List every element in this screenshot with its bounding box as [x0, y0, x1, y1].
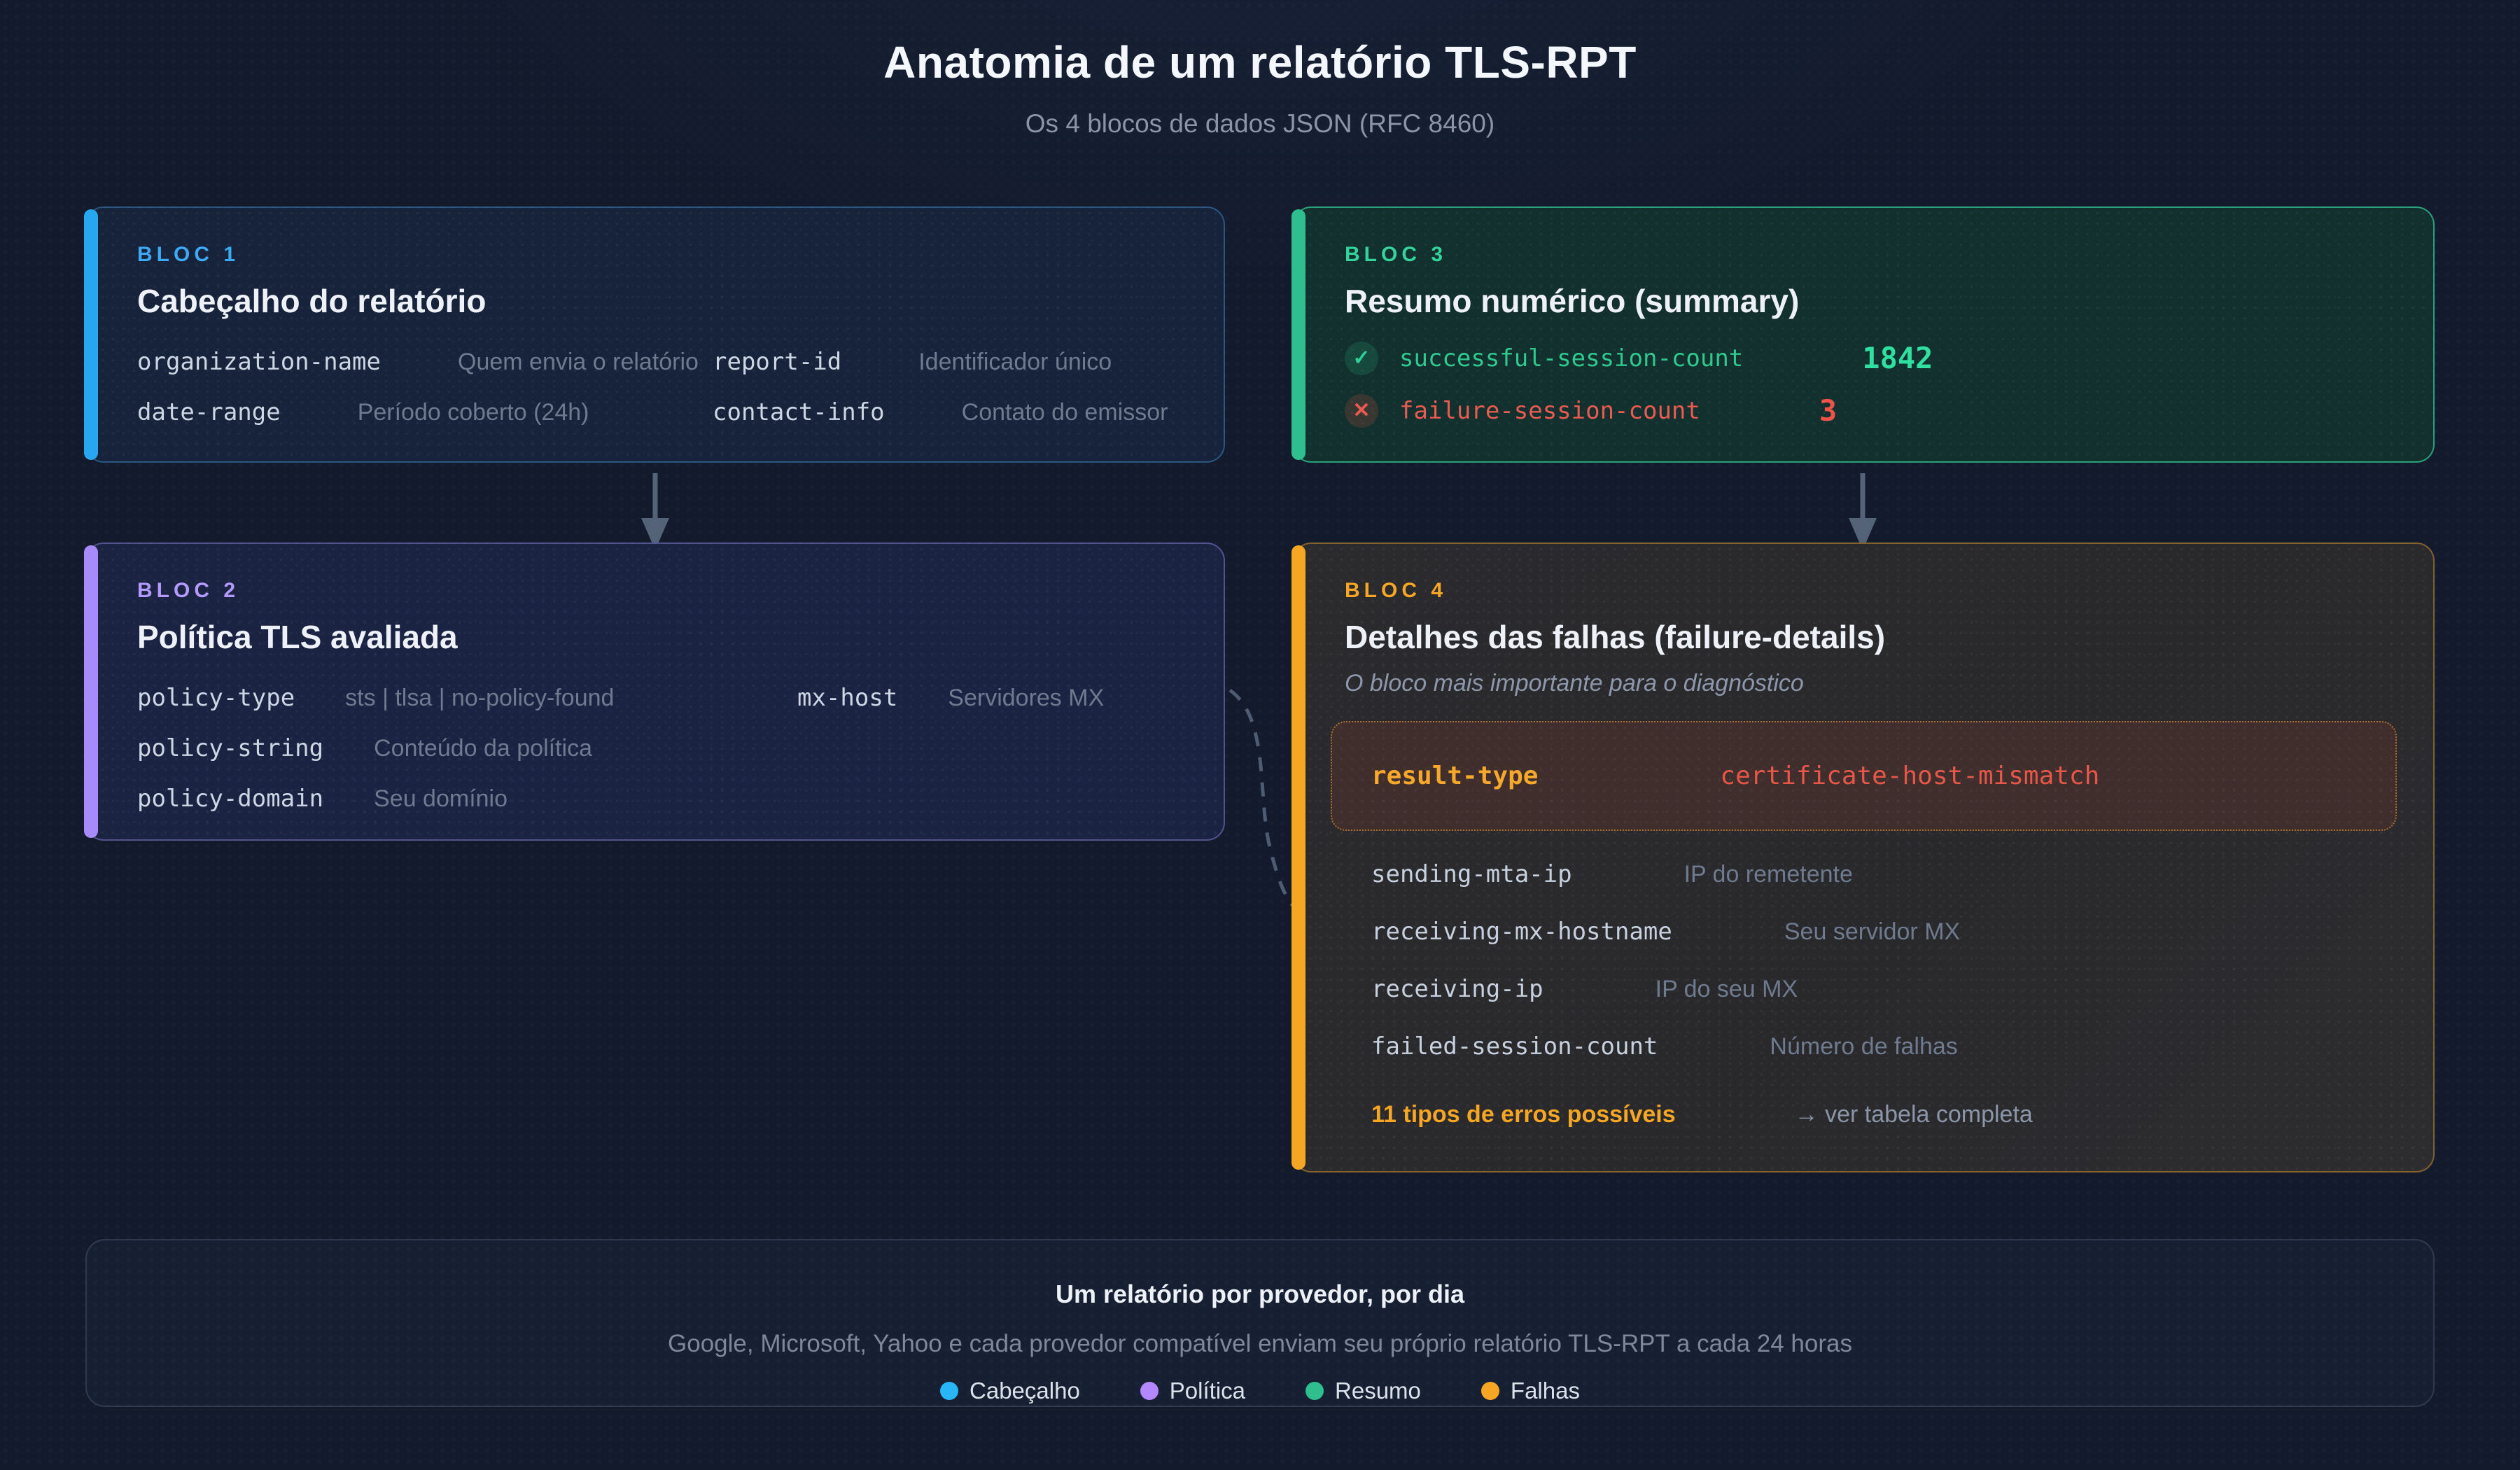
block-2-title: Política TLS avaliada	[137, 619, 458, 655]
field-key: organization-name	[137, 348, 381, 376]
legend-item-resumo: Resumo	[1306, 1378, 1421, 1404]
footer-note-panel: Um relatório por provedor, por dia Googl…	[85, 1239, 2435, 1407]
failure-count-value: 3	[1819, 393, 1837, 428]
block-4-tag: BLOC 4	[1345, 579, 1448, 602]
block-2-accent-bar	[84, 545, 98, 838]
block-1-title: Cabeçalho do relatório	[137, 283, 486, 319]
down-arrow-icon	[641, 473, 669, 550]
field-key: policy-string	[137, 734, 324, 762]
check-icon: ✓	[1345, 341, 1378, 375]
field-row: policy-string Conteúdo da política	[137, 734, 1173, 762]
block-2-tag: BLOC 2	[137, 579, 240, 602]
field-row: receiving-mx-hostname Seu servidor MX	[1371, 918, 2383, 946]
page-subtitle: Os 4 blocos de dados JSON (RFC 8460)	[1025, 109, 1495, 138]
block-4-subtitle: O bloco mais importante para o diagnósti…	[1345, 670, 1804, 696]
field-key: report-id	[713, 348, 842, 376]
result-type-highlight-card: result-type certificate-host-mismatch	[1331, 721, 2397, 831]
field-row: contact-info Contato do emissor	[713, 398, 1173, 426]
field-row: policy-type sts | tlsa | no-policy-found	[137, 684, 797, 712]
field-key: failed-session-count	[1371, 1032, 1658, 1060]
field-key: result-type	[1371, 762, 1539, 790]
field-row: report-id Identificador único	[713, 348, 1173, 376]
legend-item-cabecalho: Cabeçalho	[940, 1378, 1080, 1404]
block-4-fields: sending-mta-ip IP do remetente receiving…	[1371, 860, 2383, 1060]
block-4-title: Detalhes das falhas (failure-details)	[1345, 619, 1886, 655]
block-4-footer: 11 tipos de erros possíveis → ver tabela…	[1371, 1101, 2383, 1128]
block-3-title: Resumo numérico (summary)	[1345, 283, 1800, 319]
block-3-summary: ✓ successful-session-count 1842 ✕ failur…	[1345, 341, 2383, 428]
field-key: failure-session-count	[1399, 396, 1700, 425]
legend-item-politica: Política	[1140, 1378, 1245, 1404]
field-desc: IP do seu MX	[1655, 976, 1798, 1002]
field-key: sending-mta-ip	[1371, 860, 1572, 888]
legend-label: Resumo	[1335, 1378, 1421, 1404]
block-2-card: BLOC 2 Política TLS avaliada policy-type…	[84, 542, 1225, 841]
legend-label: Falhas	[1510, 1378, 1580, 1404]
field-key: receiving-mx-hostname	[1371, 918, 1672, 946]
block-1-card: BLOC 1 Cabeçalho do relatório organizati…	[84, 206, 1225, 463]
field-desc: Número de falhas	[1770, 1033, 1958, 1060]
footer-subtitle: Google, Microsoft, Yahoo e cada provedor…	[668, 1330, 1852, 1357]
field-desc: Servidores MX	[948, 685, 1105, 711]
field-desc: Identificador único	[918, 349, 1112, 375]
footer-title: Um relatório por provedor, por dia	[1055, 1280, 1465, 1308]
field-row: failed-session-count Número de falhas	[1371, 1032, 2383, 1060]
field-key: mx-host	[797, 684, 898, 712]
dashed-connector-line	[1228, 688, 1294, 907]
legend-item-falhas: Falhas	[1480, 1378, 1580, 1404]
field-desc: Seu servidor MX	[1784, 918, 1961, 945]
success-count-value: 1842	[1862, 341, 1933, 375]
color-legend: Cabeçalho Política Resumo Falhas	[87, 1378, 2433, 1404]
field-key: policy-type	[137, 684, 295, 712]
field-key: receiving-ip	[1371, 975, 1544, 1003]
field-row: mx-host Servidores MX	[797, 684, 1173, 712]
down-arrow-icon	[1849, 473, 1877, 550]
field-key: date-range	[137, 398, 281, 426]
field-row: date-range Período coberto (24h)	[137, 398, 713, 426]
field-row: organization-name Quem envia o relatório	[137, 348, 713, 376]
block-2-fields: policy-type sts | tlsa | no-policy-found…	[137, 684, 1173, 813]
block-4-card: BLOC 4 Detalhes das falhas (failure-deta…	[1292, 542, 2435, 1172]
block-3-accent-bar	[1292, 209, 1306, 460]
result-type-value: certificate-host-mismatch	[1720, 762, 2100, 790]
green-dot-icon	[1306, 1382, 1324, 1400]
field-desc: Conteúdo da política	[374, 735, 593, 762]
field-desc: Período coberto (24h)	[357, 399, 589, 426]
x-icon: ✕	[1345, 393, 1378, 428]
summary-row-failure: ✕ failure-session-count 3	[1345, 393, 2383, 428]
orange-dot-icon	[1480, 1382, 1499, 1400]
field-row: receiving-ip IP do seu MX	[1371, 975, 2383, 1003]
field-desc: sts | tlsa | no-policy-found	[345, 685, 615, 711]
field-key: policy-domain	[137, 785, 324, 813]
page-title: Anatomia de um relatório TLS-RPT	[883, 37, 1637, 88]
field-desc: Contato do emissor	[961, 399, 1168, 426]
block-3-tag: BLOC 3	[1345, 243, 1448, 266]
summary-row-success: ✓ successful-session-count 1842	[1345, 341, 2383, 375]
field-row: policy-domain Seu domínio	[137, 785, 1173, 813]
block-1-accent-bar	[84, 209, 98, 460]
field-row: sending-mta-ip IP do remetente	[1371, 860, 2383, 888]
page-header: Anatomia de um relatório TLS-RPT Os 4 bl…	[0, 36, 2520, 139]
field-desc: Quem envia o relatório	[458, 349, 699, 375]
field-key: successful-session-count	[1399, 344, 1744, 372]
block-1-fields: organization-name Quem envia o relatório…	[137, 348, 1173, 426]
blue-dot-icon	[940, 1382, 959, 1400]
block-1-tag: BLOC 1	[137, 243, 240, 266]
purple-dot-icon	[1140, 1382, 1158, 1400]
legend-label: Política	[1169, 1378, 1246, 1404]
field-desc: Seu domínio	[374, 785, 508, 812]
error-types-count-text: 11 tipos de erros possíveis	[1371, 1101, 1676, 1128]
block-4-accent-bar	[1292, 545, 1306, 1170]
block-3-card: BLOC 3 Resumo numérico (summary) ✓ succe…	[1292, 206, 2435, 463]
legend-label: Cabeçalho	[969, 1378, 1080, 1404]
field-key: contact-info	[713, 398, 885, 426]
view-full-table-link[interactable]: → ver tabela completa	[1794, 1101, 2033, 1128]
field-desc: IP do remetente	[1684, 861, 1853, 888]
